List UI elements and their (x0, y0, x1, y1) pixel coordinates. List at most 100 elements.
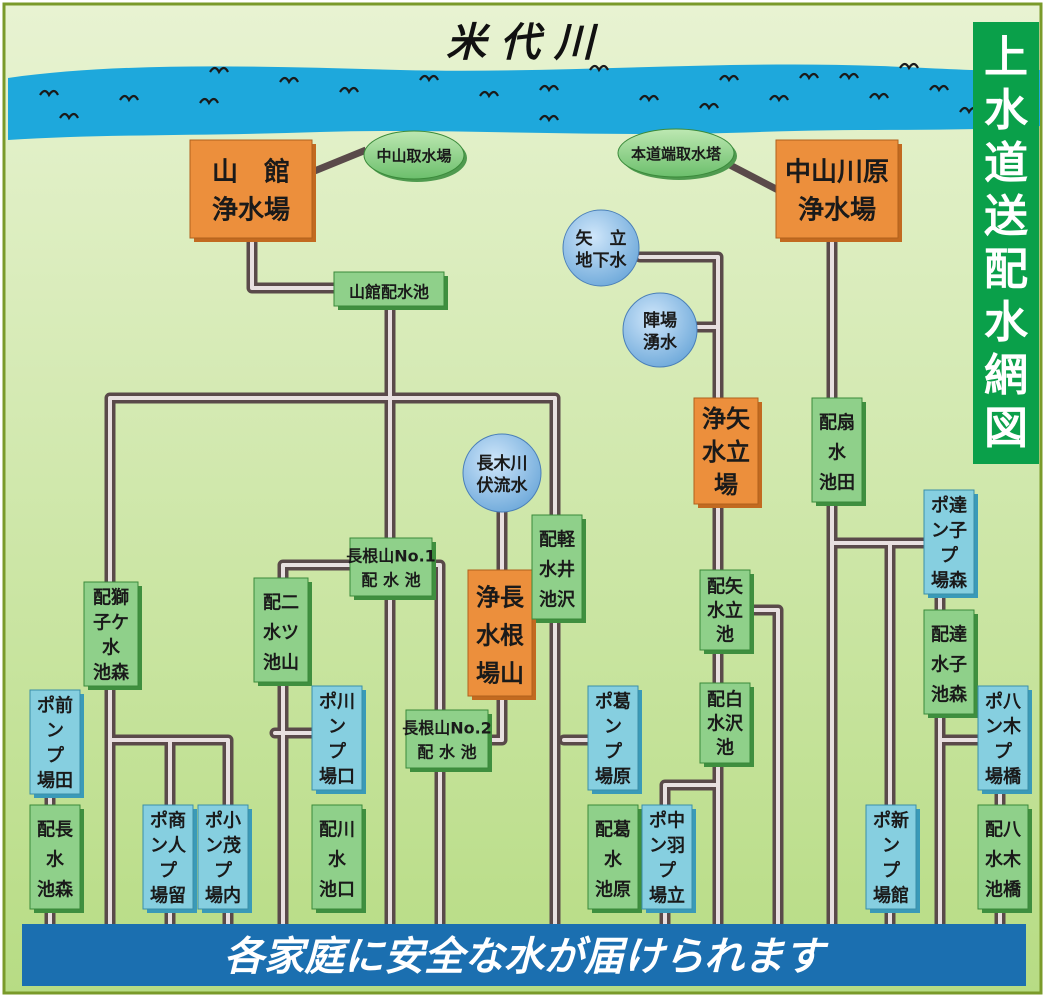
wave-icon (699, 102, 719, 111)
reservoir-label: 水木 (985, 848, 1022, 870)
wave-icon (589, 64, 609, 73)
reservoir-face (405, 709, 489, 769)
reservoir-label: 配扇 (819, 411, 855, 433)
plant-label: 場 (714, 471, 738, 499)
pump-label: プ (46, 745, 65, 767)
title-char: 配 (984, 244, 1028, 295)
intake-hondo: 本道端取水塔 (617, 128, 737, 180)
pump-label: 場立 (649, 885, 685, 907)
wave-icon (199, 97, 219, 106)
wave-icon (59, 112, 79, 121)
pump-label: ン羽 (649, 836, 685, 857)
pump-face (311, 685, 363, 791)
reservoir-label: 池口 (319, 878, 355, 900)
pump-label: ン人 (150, 836, 187, 857)
pump-label: 場内 (205, 885, 241, 907)
reservoir-face (311, 804, 363, 910)
reservoir-face (349, 537, 433, 597)
reservoir-label: 水沢 (707, 713, 744, 735)
plant-label: 浄矢 (702, 405, 751, 433)
pump-label: ン子 (931, 521, 967, 542)
intake-label: 本道端取水塔 (631, 145, 722, 163)
reservoir-label: 水 (328, 848, 347, 870)
reservoir-face (699, 682, 751, 764)
wave-icon (39, 89, 59, 98)
reservoir-label: 水井 (539, 558, 575, 580)
wave-icon (719, 74, 739, 83)
plant-label: 中山川原 (785, 158, 889, 188)
reservoir-label: 池森 (931, 683, 968, 705)
pump-label: ポ中 (649, 810, 685, 832)
title-char: 図 (984, 403, 1028, 454)
pump-label: プ (940, 545, 959, 567)
reservoir-label: 池原 (595, 878, 631, 900)
reservoir-label: 池 (716, 624, 734, 646)
pump-label: プ (658, 860, 677, 882)
source-label: 伏流水 (477, 475, 529, 496)
reservoir-label: 配 水 池 (417, 743, 476, 762)
reservoir-label: 配八 (985, 819, 1022, 840)
pump-label: ポ達 (931, 495, 967, 517)
reservoir-face (253, 577, 309, 683)
pump-face (923, 489, 975, 595)
pump-label: 場原 (595, 767, 631, 788)
title-banner (973, 22, 1039, 464)
wave-icon (479, 90, 499, 99)
intake-label: 中山取水場 (376, 147, 451, 165)
facility-nodes: 中山取水場本道端取水塔矢 立地下水陣場湧水長木川伏流水山 館浄水場中山川原浄水場… (29, 128, 1032, 913)
reservoir-label: 配矢 (707, 576, 744, 598)
plant-label: 山 館 (212, 157, 290, 188)
reservoir-label: 水ツ (263, 621, 299, 643)
pump-label: 場館 (873, 885, 909, 907)
reservoir-nagameyama1: 長根山No.1配 水 池 (346, 537, 436, 600)
intake-oval (363, 130, 465, 180)
title-char: 道 (984, 138, 1028, 189)
source-circle (562, 209, 640, 287)
plant-face (775, 139, 899, 239)
reservoir-label: 配軽 (539, 528, 576, 550)
plant-label: 浄長 (476, 584, 525, 612)
reservoir-nagameyama2: 長根山No.2 配 水 池 (402, 709, 492, 772)
reservoir-face (977, 804, 1029, 910)
pump-face (865, 804, 917, 910)
reservoir-label: 長根山No.1 (346, 547, 436, 566)
pipe-highlight (250, 238, 342, 290)
wave-icon (279, 76, 299, 85)
title-char: 上 (984, 32, 1028, 83)
pump-face (197, 804, 249, 910)
reservoir-label: 山館配水池 (349, 282, 429, 301)
wave-icon (839, 72, 859, 81)
source-label: 矢 立 (576, 228, 627, 249)
wave-icon (769, 94, 789, 103)
river (8, 64, 1040, 140)
reservoir-label: 長根山No.2 (402, 719, 492, 738)
wave-icon (339, 86, 359, 95)
river-waves (39, 62, 979, 123)
pump-label: ン (882, 836, 900, 857)
pump-face (977, 685, 1029, 791)
reservoir-face (699, 569, 751, 651)
source-label: 陣場 (643, 310, 677, 331)
pump-label: プ (604, 741, 623, 763)
reservoir-label: 子ケ (93, 613, 129, 634)
pump-face (142, 804, 194, 910)
bottom-banner (22, 924, 1026, 986)
source-label: 地下水 (576, 250, 628, 271)
reservoir-face (531, 514, 583, 620)
pump-label: 場口 (319, 767, 355, 788)
pump-label: ン (328, 717, 346, 738)
